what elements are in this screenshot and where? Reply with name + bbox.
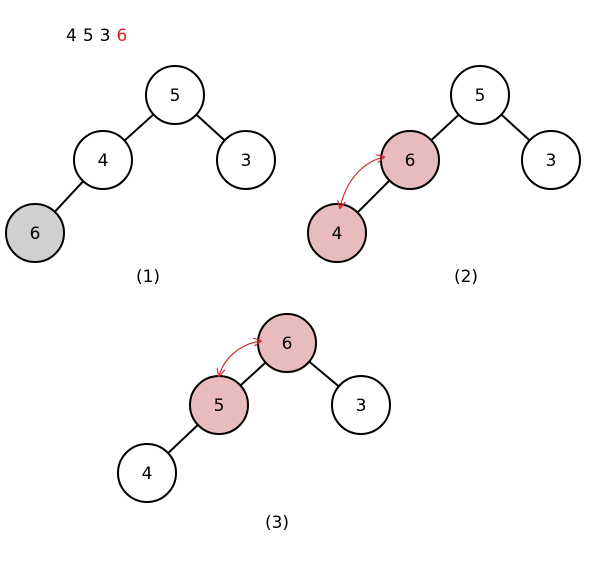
- tree-edge: [430, 114, 460, 141]
- heap-node-root: 6: [257, 313, 317, 373]
- node-value: 5: [170, 86, 181, 106]
- node-circle: [73, 130, 133, 190]
- heap-node-leftleft: 6: [5, 203, 65, 263]
- heap-panel-3: 6 5 3 4 (3): [117, 313, 391, 533]
- panel-caption: (2): [454, 267, 478, 287]
- tree-edge: [308, 360, 340, 388]
- node-value: 6: [30, 224, 41, 244]
- node-circle: [117, 443, 177, 503]
- node-value: 5: [475, 86, 486, 106]
- tree-edge: [239, 361, 267, 387]
- node-value: 4: [142, 464, 153, 484]
- node-value: 5: [214, 396, 225, 416]
- heap-node-left: 4: [73, 130, 133, 190]
- panel-caption: (1): [136, 267, 160, 287]
- panel-caption: (3): [265, 513, 289, 533]
- sequence-value: 5: [83, 26, 94, 46]
- node-circle: [331, 375, 391, 435]
- heap-node-root: 5: [450, 65, 510, 125]
- node-circle: [145, 65, 205, 125]
- node-value: 4: [98, 151, 109, 171]
- node-value: 3: [546, 151, 557, 171]
- heap-panel-2: 5 6 3 4 (2): [307, 65, 581, 287]
- heap-panel-1: 5 4 3 6 (1): [5, 65, 276, 287]
- heap-node-right: 3: [216, 130, 276, 190]
- node-circle: [521, 130, 581, 190]
- node-value: 3: [241, 151, 252, 171]
- heap-node-right: 3: [331, 375, 391, 435]
- tree-edge: [123, 113, 155, 142]
- tree-edge: [54, 180, 84, 213]
- heap-node-leftleft: 4: [307, 203, 367, 263]
- heap-node-left: 5: [189, 375, 249, 435]
- node-circle: [450, 65, 510, 125]
- sequence-value: 6: [116, 26, 127, 46]
- heap-node-root: 5: [145, 65, 205, 125]
- heap-node-leftleft: 4: [117, 443, 177, 503]
- swap-arrow: [340, 157, 384, 208]
- node-value: 6: [405, 151, 416, 171]
- tree-edge: [195, 113, 226, 142]
- tree-edge: [356, 179, 391, 214]
- node-circle: [5, 203, 65, 263]
- tree-edge: [167, 424, 199, 454]
- node-value: 4: [332, 224, 343, 244]
- heap-node-right: 3: [521, 130, 581, 190]
- sequence-value: 4: [66, 26, 77, 46]
- node-circle: [216, 130, 276, 190]
- sequence-value: 3: [100, 26, 111, 46]
- tree-edge: [500, 113, 531, 142]
- node-value: 6: [282, 334, 293, 354]
- heap-node-left: 6: [380, 130, 440, 190]
- swap-arrow: [219, 341, 261, 376]
- node-value: 3: [356, 396, 367, 416]
